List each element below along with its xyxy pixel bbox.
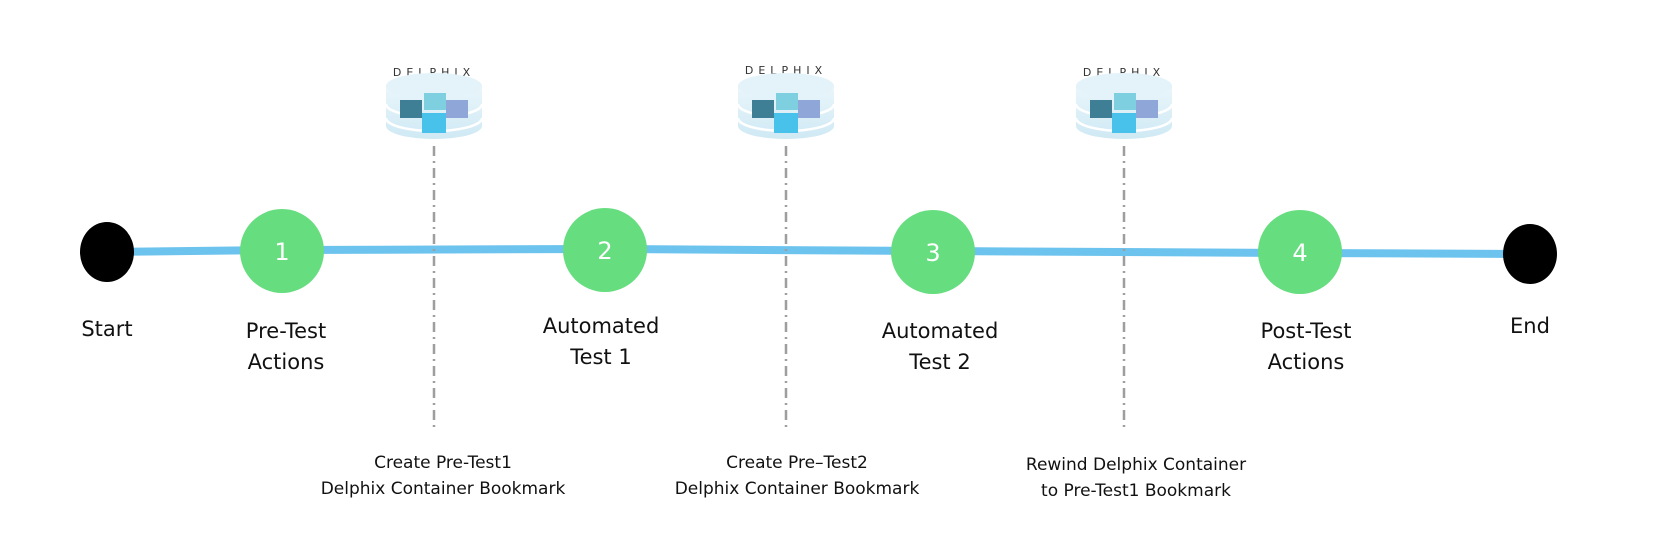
end-node [1503,224,1557,284]
step-label-4: Post-Test Actions [1260,319,1352,374]
end-label: End [1510,314,1550,338]
step-label-2: Automated Test 1 [542,314,660,369]
step-number: 4 [1292,239,1307,267]
step-label-1: Pre-Test Actions [245,319,327,374]
step-label-3: Automated Test 2 [881,319,999,374]
checkpoint-caption-2: Create Pre–Test2 Delphix Container Bookm… [674,453,920,499]
step-node-3: 3 [891,210,975,294]
delphix-database-icon: DELPHIX [1074,66,1174,139]
delphix-database-icon: DELPHIX [384,66,484,139]
start-label: Start [81,317,133,341]
step-number: 3 [925,239,940,267]
delphix-brand-label: DELPHIX [745,64,827,77]
step-node-2: 2 [563,208,647,292]
step-node-1: 1 [240,209,324,293]
step-node-4: 4 [1258,210,1342,294]
step-number: 2 [597,237,612,265]
step-number: 1 [274,238,289,266]
checkpoint-caption-1: Create Pre-Test1 Delphix Container Bookm… [320,453,566,499]
checkpoint-caption-3: Rewind Delphix Container to Pre-Test1 Bo… [1025,455,1247,501]
delphix-database-icon: DELPHIX [736,64,836,139]
start-node [80,222,134,282]
